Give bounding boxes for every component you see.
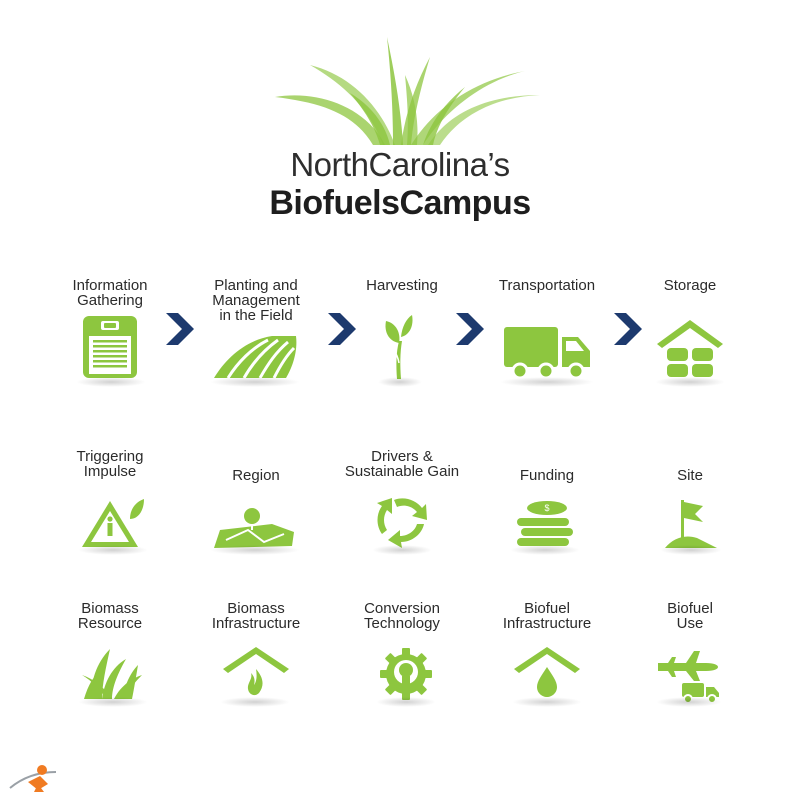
icon-shadow xyxy=(656,697,722,707)
chevron-right-icon xyxy=(166,313,194,345)
step-label-transportation: Transportation xyxy=(498,277,596,294)
flag-site-icon xyxy=(665,500,717,548)
step-label-storage: Storage xyxy=(663,277,717,294)
icon-shadow xyxy=(512,697,582,707)
clipboard-icon xyxy=(83,316,137,378)
icon-shadow xyxy=(78,697,148,707)
corner-logo-icon xyxy=(9,765,57,792)
sprout-icon xyxy=(385,315,413,379)
factor-label-region: Region xyxy=(232,467,280,484)
chevron-right-icon xyxy=(328,313,356,345)
icon-shadow xyxy=(220,697,290,707)
icon-shadow xyxy=(78,545,148,555)
icon-shadow xyxy=(210,545,300,555)
truck-icon xyxy=(504,327,590,380)
factor-label-funding: Funding xyxy=(519,467,575,484)
brand-title-line2: BiofuelsCampus xyxy=(269,184,531,222)
icon-shadow xyxy=(76,377,146,387)
factor-label-drivers: Drivers &Sustainable Gain xyxy=(344,448,460,480)
grass-blades-icon xyxy=(275,37,540,145)
icon-shadow xyxy=(660,545,722,555)
icon-shadow xyxy=(510,545,580,555)
icon-shadow xyxy=(210,377,300,387)
gear-bulb-icon xyxy=(380,648,432,700)
field-rows-icon xyxy=(214,336,297,379)
factor-label-site: Site xyxy=(677,467,703,484)
house-drop-icon xyxy=(514,647,580,697)
icon-shadow xyxy=(372,545,432,555)
icon-shadow xyxy=(655,377,725,387)
chevron-right-icon xyxy=(614,313,642,345)
step-label-harvesting: Harvesting xyxy=(366,277,438,294)
icon-shadow xyxy=(500,377,594,387)
chevron-right-icon xyxy=(456,313,484,345)
warning-leaf-icon xyxy=(82,499,144,547)
plane-truck-icon xyxy=(658,651,719,703)
house-flame-icon xyxy=(223,647,289,696)
barn-bales-icon xyxy=(657,320,723,377)
svg-text:$: $ xyxy=(544,503,549,513)
icon-shadow xyxy=(376,697,436,707)
icon-shadow xyxy=(378,377,422,387)
brand-title-line1: NorthCarolina’s xyxy=(290,146,510,183)
recycle-icon xyxy=(377,498,427,548)
region-map-icon xyxy=(214,508,294,548)
grass-icon xyxy=(82,649,142,699)
coin-stack-icon: $ xyxy=(517,501,573,546)
